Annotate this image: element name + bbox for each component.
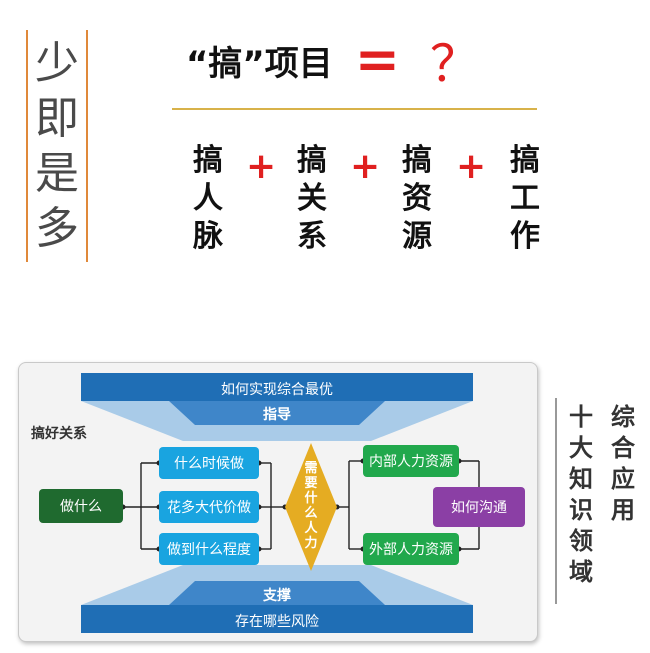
guide-text: 指导 bbox=[263, 407, 291, 423]
left-vertical-title: 少 即 是 多 bbox=[26, 30, 88, 262]
vertical-char: 合 bbox=[611, 434, 635, 462]
diagram-graphics bbox=[81, 373, 480, 633]
column-char: 脉 bbox=[193, 219, 223, 254]
column-relations: 搞 关 系 bbox=[292, 142, 332, 256]
column-char: 搞 bbox=[193, 143, 223, 178]
column-people: 搞 人 脉 bbox=[188, 142, 228, 256]
cost-box: 花多大代价做 bbox=[159, 491, 259, 523]
vertical-char: 大 bbox=[569, 434, 593, 462]
center-diamond bbox=[285, 443, 337, 571]
vertical-char: 域 bbox=[569, 558, 593, 586]
vertical-char: 十 bbox=[569, 403, 593, 431]
bottom-band bbox=[81, 605, 473, 633]
vertical-char: 综 bbox=[611, 403, 635, 431]
column-char: 系 bbox=[297, 219, 327, 254]
when-box: 什么时候做 bbox=[159, 447, 259, 479]
question-mark: ？ bbox=[429, 35, 480, 93]
communicate-box: 如何沟通 bbox=[433, 487, 525, 527]
column-resources: 搞 资 源 bbox=[397, 142, 437, 256]
column-char: 作 bbox=[510, 219, 540, 254]
column-char: 工 bbox=[510, 181, 540, 216]
plus-sign: + bbox=[350, 146, 381, 187]
headline: “搞”项目 = ？ bbox=[186, 28, 480, 94]
section-label: 搞好关系 bbox=[31, 426, 87, 442]
extent-box: 做到什么程度 bbox=[159, 533, 259, 565]
vertical-char: 用 bbox=[611, 496, 635, 524]
ten-knowledge-areas: 十 大 知 识 领 域 bbox=[566, 402, 596, 588]
column-char: 搞 bbox=[402, 143, 432, 178]
project-relations-diagram: 如何实现综合最优 指导 支撑 存在哪些风险 搞好关系 做什么 什么时候做 花多大… bbox=[18, 362, 538, 642]
top-sub-band bbox=[169, 401, 385, 425]
what-to-do-box: 做什么 bbox=[39, 489, 123, 523]
left-title-char: 多 bbox=[35, 203, 79, 254]
vertical-char: 知 bbox=[569, 465, 593, 493]
headline-divider bbox=[172, 108, 537, 110]
left-title-char: 是 bbox=[35, 148, 79, 199]
column-char: 人 bbox=[193, 181, 223, 216]
column-work: 搞 工 作 bbox=[505, 142, 545, 256]
vertical-char: 应 bbox=[611, 465, 635, 493]
left-title-bar-left bbox=[26, 30, 28, 262]
vertical-char: 识 bbox=[569, 496, 593, 524]
right-divider bbox=[555, 398, 557, 604]
support-text: 支撑 bbox=[263, 588, 291, 604]
bottom-sub-band bbox=[169, 581, 385, 605]
plus-sign: + bbox=[246, 146, 277, 187]
bottom-band-text: 存在哪些风险 bbox=[235, 614, 319, 630]
column-char: 搞 bbox=[510, 143, 540, 178]
external-hr-box: 外部人力资源 bbox=[363, 533, 459, 565]
column-char: 源 bbox=[402, 219, 432, 254]
vertical-char: 领 bbox=[569, 527, 593, 555]
plus-sign: + bbox=[456, 146, 487, 187]
top-band bbox=[81, 373, 473, 401]
headline-text: “搞”项目 bbox=[186, 43, 333, 84]
left-title-bar-right bbox=[86, 30, 88, 262]
left-title-char: 少 bbox=[35, 38, 79, 89]
left-title-char: 即 bbox=[35, 93, 79, 144]
internal-hr-box: 内部人力资源 bbox=[363, 445, 459, 477]
column-char: 关 bbox=[297, 181, 327, 216]
column-char: 资 bbox=[402, 181, 432, 216]
diamond-label: 需要什么人力 bbox=[304, 461, 318, 551]
equals-sign: = bbox=[354, 28, 400, 91]
top-band-text: 如何实现综合最优 bbox=[221, 382, 333, 398]
column-char: 搞 bbox=[297, 143, 327, 178]
applied-comprehensively: 综 合 应 用 bbox=[608, 402, 638, 526]
